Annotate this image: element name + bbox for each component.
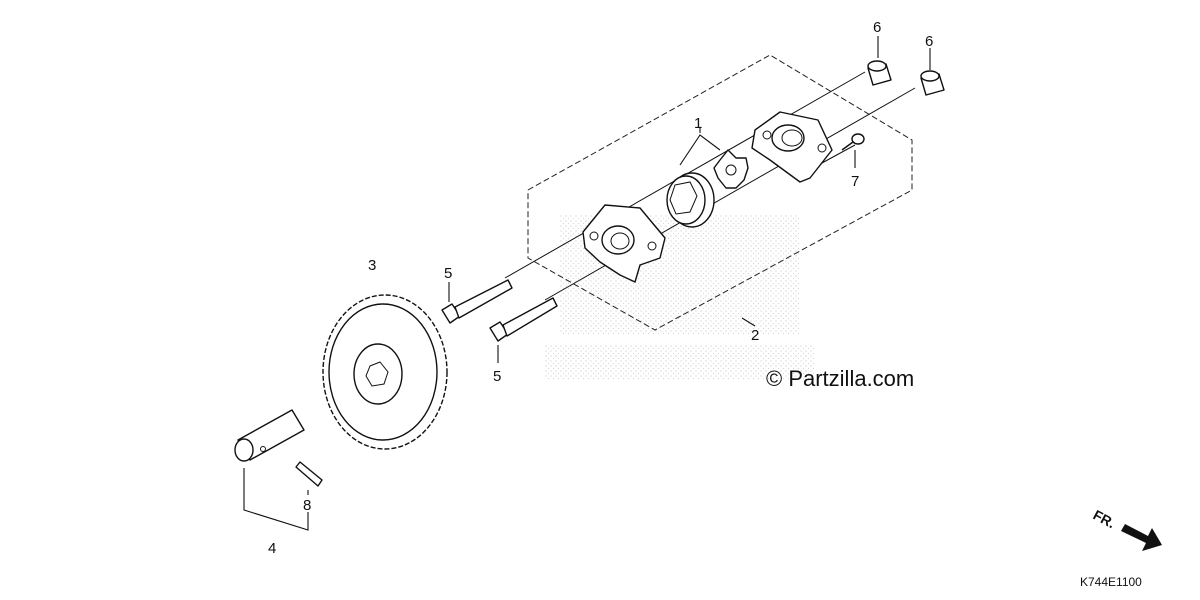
- bolt-part-5-lower: [489, 297, 558, 342]
- front-direction-arrow: FR.: [1091, 507, 1162, 551]
- bolt-part-5-upper: [441, 279, 513, 324]
- callout-1: 1: [694, 115, 702, 132]
- callout-4: 4: [268, 540, 276, 557]
- pin-part-8: [295, 461, 323, 487]
- callout-7: 7: [851, 173, 859, 190]
- callout-6-left: 6: [873, 19, 881, 36]
- callout-5-lower: 5: [493, 368, 501, 385]
- bolt-part-7: [841, 133, 865, 151]
- direction-label: FR.: [1091, 507, 1118, 532]
- callout-8: 8: [303, 497, 311, 514]
- diagram-code: K744E1100: [1080, 575, 1142, 589]
- collar-part-6-left: [867, 60, 892, 86]
- stipple-watermark: [545, 215, 815, 380]
- pump-body: [582, 204, 666, 283]
- callout-3: 3: [368, 257, 376, 274]
- leader-lines: [243, 36, 931, 531]
- outer-rotor: [666, 172, 715, 228]
- collar-part-6-right: [920, 70, 945, 96]
- assembly-box: [527, 54, 913, 331]
- shaft-part-4: [234, 409, 305, 462]
- gear-part-3: [322, 294, 448, 450]
- inner-rotor: [713, 149, 749, 189]
- callout-5-upper: 5: [444, 265, 452, 282]
- callout-2: 2: [751, 327, 759, 344]
- callout-6-right: 6: [925, 33, 933, 50]
- copyright-watermark: © Partzilla.com: [766, 366, 914, 391]
- pump-cover: [751, 111, 833, 183]
